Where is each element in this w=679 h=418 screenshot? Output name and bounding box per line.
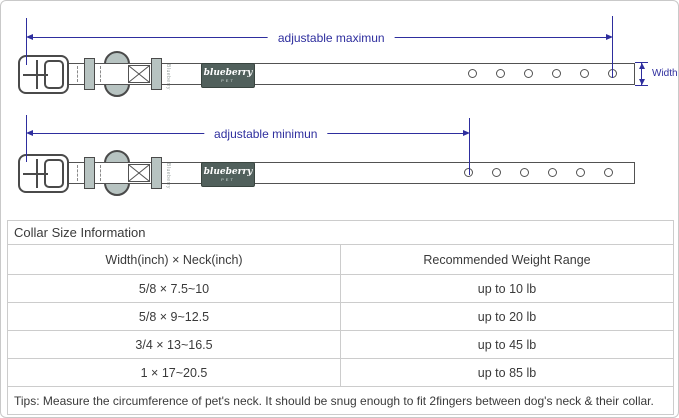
brand-name: blueberry [203,67,253,78]
hole [464,168,473,177]
min-guide-line-left [26,115,27,162]
stitch-mark [100,165,101,181]
table-title: Collar Size Information [7,220,674,245]
width-measure-arrow [635,62,649,86]
collar-diagram: Blueberry blueberry PET [1,1,678,223]
hole [496,69,505,78]
table-row: 5/8 × 7.5~10 up to 10 lb [7,274,674,303]
collar-max-illustration: Blueberry blueberry PET [18,51,643,97]
size-cell: 1 × 17~20.5 [7,358,341,387]
table-header-row: Width(inch) × Neck(inch) Recommended Wei… [7,244,674,275]
adjustment-holes [468,69,628,79]
arrowhead-down-icon [638,79,645,85]
adjustable-minimum-arrow: adjustable minimun [26,126,470,141]
collar-size-table: Collar Size Information Width(inch) × Ne… [7,220,674,415]
buckle-bar [36,60,38,89]
table-title-row: Collar Size Information [7,220,674,245]
arrowhead-right-icon [463,130,470,136]
hole [468,69,477,78]
arrowhead-left-icon [26,34,33,40]
brand-tag: blueberry PET [201,162,255,187]
hole [520,168,529,177]
adjustable-maximum-label: adjustable maximun [267,30,395,45]
stitch-mark [77,165,78,181]
buckle-prong [23,73,48,76]
collar-min-illustration: Blueberry blueberry PET [18,150,643,196]
table-tips-row: Tips: Measure the circumference of pet's… [7,386,674,415]
width-cap-top [635,62,648,63]
keeper-band [84,58,95,90]
size-cell: 5/8 × 7.5~10 [7,274,341,303]
arrowhead-left-icon [26,130,33,136]
size-cell: 5/8 × 9~12.5 [7,302,341,331]
hole [524,69,533,78]
keeper-band [84,157,95,189]
table-row: 5/8 × 9~12.5 up to 20 lb [7,302,674,331]
hole [580,69,589,78]
cross-stitch-box [128,65,150,83]
arrowhead-right-icon [606,34,613,40]
column-header-weight: Recommended Weight Range [340,244,674,275]
table-row: 3/4 × 13~16.5 up to 45 lb [7,330,674,359]
tips-text: Tips: Measure the circumference of pet's… [7,386,674,415]
hole [552,69,561,78]
arrowhead-up-icon [638,63,645,69]
keeper-band [151,58,162,90]
buckle-bar [36,159,38,188]
width-cap-bottom [635,85,648,86]
min-guide-line-right [469,118,470,175]
size-cell: 3/4 × 13~16.5 [7,330,341,359]
cross-stitch-lines [129,165,149,181]
hole [548,168,557,177]
hole [576,168,585,177]
brand-tag: blueberry PET [201,63,255,88]
width-arrow-line [641,63,642,85]
adjustable-minimum-label: adjustable minimun [204,126,328,141]
brand-subtitle: PET [221,176,235,182]
column-header-size: Width(inch) × Neck(inch) [7,244,341,275]
adjustable-maximum-arrow: adjustable maximun [26,30,613,45]
cross-stitch-lines [129,66,149,82]
hole [604,168,613,177]
weight-cell: up to 20 lb [340,302,674,331]
brand-name: blueberry [203,166,253,177]
strap-stamp-text: Blueberry [165,64,171,90]
weight-cell: up to 45 lb [340,330,674,359]
stitch-mark [77,66,78,82]
buckle-prong [23,172,48,175]
max-guide-line-left [26,18,27,65]
keeper-band [151,157,162,189]
brand-subtitle: PET [221,77,235,83]
weight-cell: up to 10 lb [340,274,674,303]
width-label: Width [652,68,678,79]
hole [492,168,501,177]
stitch-mark [100,66,101,82]
max-guide-line-right [612,16,613,78]
weight-cell: up to 85 lb [340,358,674,387]
adjustment-holes [464,168,624,178]
table-row: 1 × 17~20.5 up to 85 lb [7,358,674,387]
strap-stamp-text: Blueberry [165,163,171,189]
cross-stitch-box [128,164,150,182]
